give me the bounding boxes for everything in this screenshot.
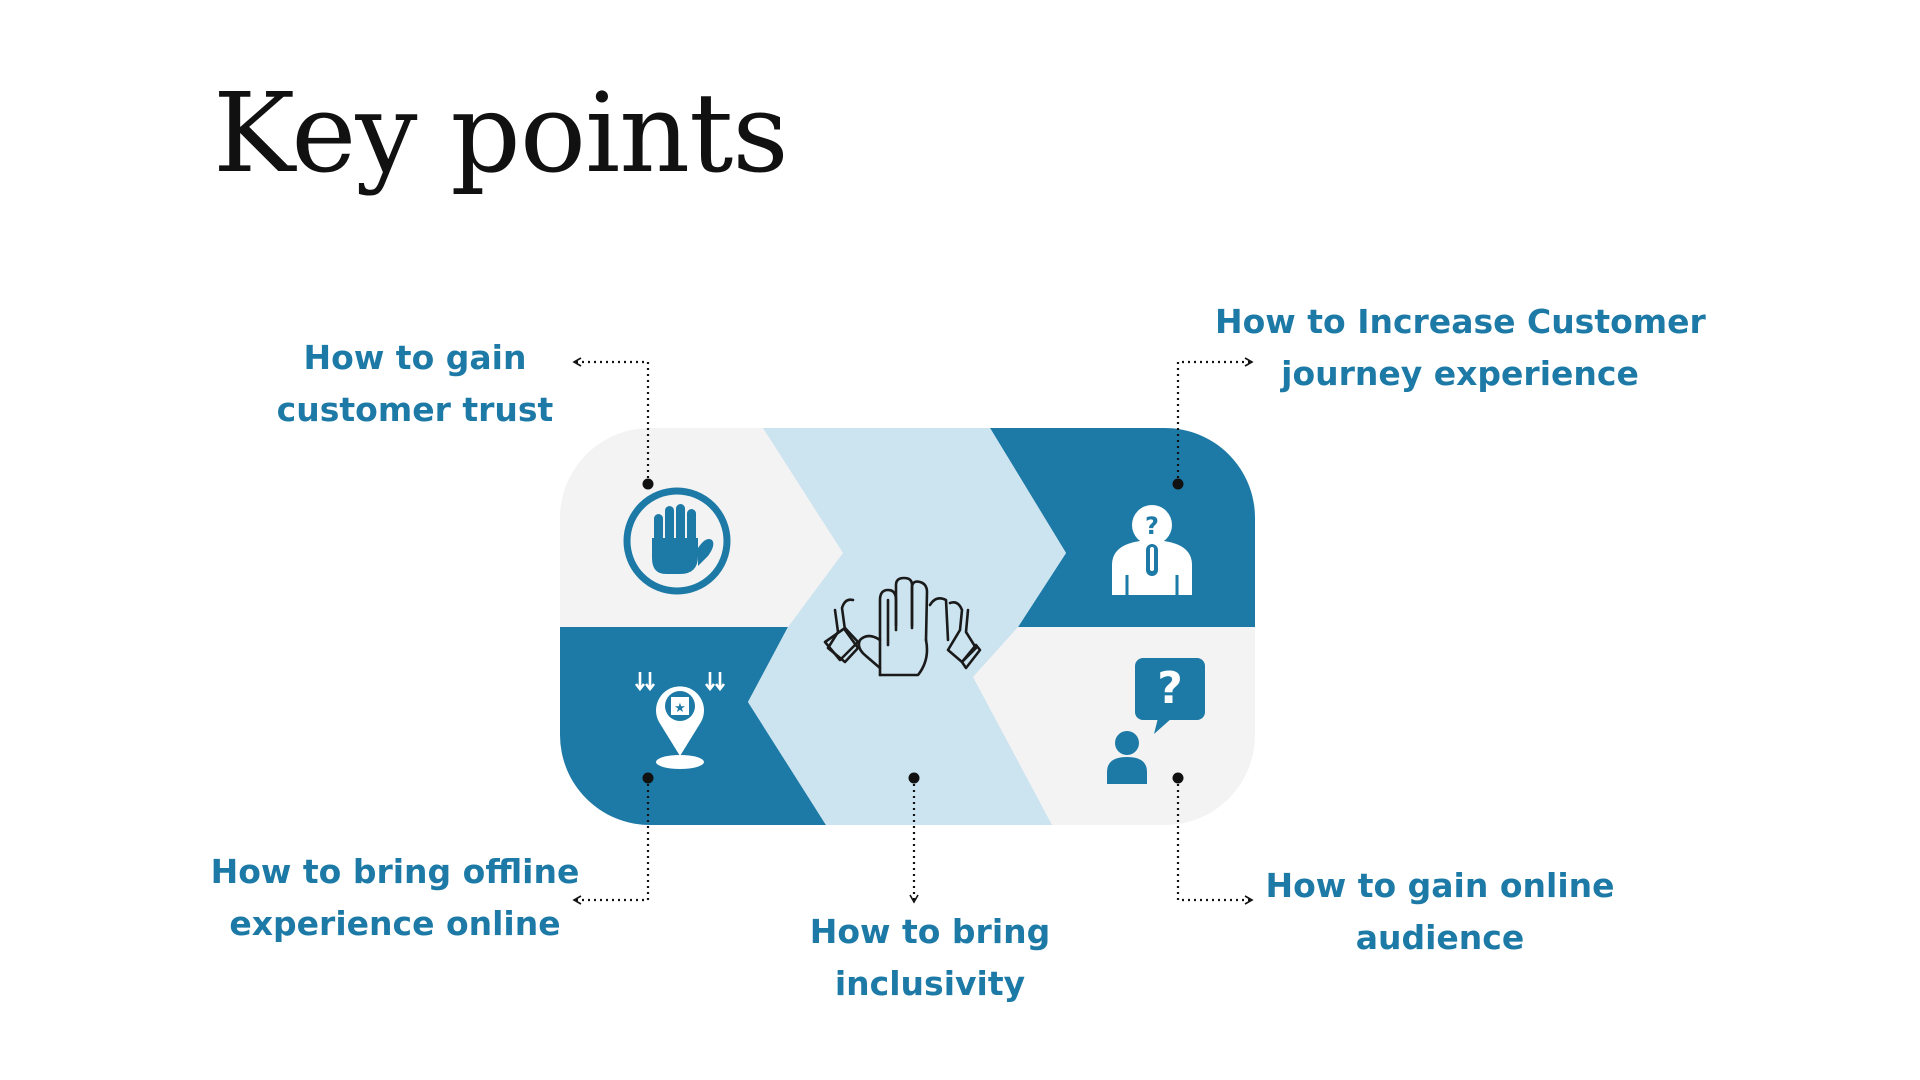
svg-text:?: ?	[1157, 663, 1183, 714]
person-speech-question-icon: ?	[1107, 658, 1205, 784]
connector-trust	[572, 357, 650, 484]
person-question-icon: ?	[1112, 505, 1192, 595]
label-line: How to bring	[809, 912, 1051, 951]
label-line: inclusivity	[834, 964, 1026, 1003]
label-line: audience	[1355, 918, 1525, 957]
stop-hand-icon	[623, 487, 731, 595]
svg-text:★: ★	[674, 701, 686, 716]
location-pin-icon: ★	[634, 672, 726, 769]
connector-journey	[1176, 357, 1254, 484]
high-five-icon	[823, 576, 982, 677]
label-line: How to bring offline	[210, 852, 580, 891]
label-line: How to gain	[303, 338, 527, 377]
label-customer-journey: How to Increase Customer journey experie…	[1215, 296, 1706, 400]
connector-dot	[1172, 478, 1184, 490]
label-inclusivity: How to bring inclusivity	[780, 906, 1080, 1010]
label-line: How to gain online	[1265, 866, 1615, 905]
connector-offline	[572, 778, 650, 905]
connector-dot	[908, 772, 920, 784]
segment-center-chevron	[748, 428, 1066, 825]
connector-dot	[642, 478, 654, 490]
segment-top-right	[990, 428, 1255, 627]
label-line: How to Increase Customer	[1215, 302, 1706, 341]
connector-dot	[642, 772, 654, 784]
connector-dot	[1172, 772, 1184, 784]
label-line: journey experience	[1281, 354, 1639, 393]
label-offline-online: How to bring offline experience online	[200, 846, 590, 950]
page-title: Key points	[213, 69, 789, 197]
label-customer-trust: How to gain customer trust	[260, 332, 570, 436]
label-line: experience online	[229, 904, 561, 943]
connector-lines	[572, 357, 1254, 905]
connector-audience	[1176, 778, 1254, 905]
label-online-audience: How to gain online audience	[1255, 860, 1625, 964]
label-line: customer trust	[276, 390, 554, 429]
connector-dots	[642, 478, 1184, 784]
svg-text:?: ?	[1145, 512, 1159, 540]
